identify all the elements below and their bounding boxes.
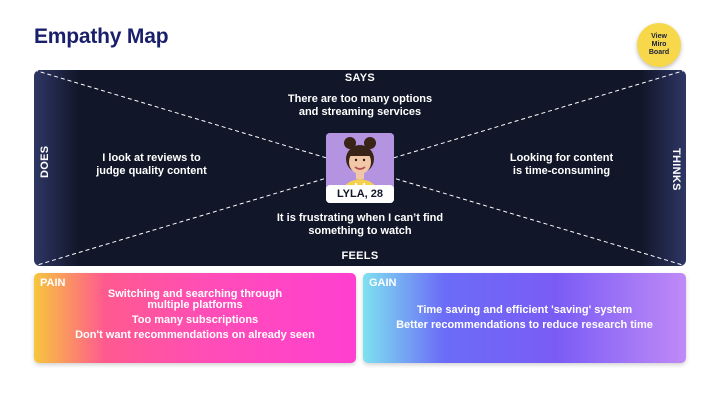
says-label: SAYS [344, 72, 376, 84]
gain-panel: GAIN Time saving and efficient 'saving' … [363, 273, 686, 363]
page-title: Empathy Map [34, 25, 169, 48]
persona-name-tag: LYLA, 28 [326, 185, 394, 203]
empathy-map: SAYS DOES THINKS FEELS There are too man… [34, 70, 686, 266]
view-miro-board-button[interactable]: View Miro Board [637, 23, 681, 67]
miro-button-line-3: Board [648, 49, 670, 56]
feels-text: It is frustrating when I can’t find some… [230, 212, 490, 238]
does-text: I look at reviews to judge quality conte… [64, 152, 239, 178]
gain-items: Time saving and efficient 'saving' syste… [363, 305, 686, 335]
gain-item: Better recommendations to reduce researc… [396, 319, 653, 331]
diagonal-line-2 [34, 70, 686, 266]
says-line-2: and streaming services [298, 106, 422, 118]
thinks-text: Looking for content is time-consuming [474, 152, 649, 178]
gain-item: Time saving and efficient 'saving' syste… [416, 304, 633, 316]
pain-item: Don't want recommendations on already se… [75, 329, 315, 341]
pain-item: Switching and searching through multiple… [107, 288, 283, 311]
thinks-line-1: Looking for content [509, 152, 614, 164]
does-line-2: judge quality content [96, 165, 207, 177]
thinks-label: THINKS [670, 148, 682, 191]
feels-line-1: It is frustrating when I can’t find [276, 212, 444, 224]
says-line-1: There are too many options [287, 93, 433, 105]
pain-items: Switching and searching through multiple… [34, 289, 356, 345]
gain-title: GAIN [369, 277, 397, 289]
feels-label: FEELS [341, 250, 379, 262]
miro-button-line-2: Miro [651, 41, 667, 48]
pain-title: PAIN [40, 277, 66, 289]
feels-line-2: something to watch [308, 225, 412, 237]
miro-button-line-1: View [651, 33, 667, 40]
says-text: There are too many options and streaming… [230, 93, 490, 119]
thinks-line-2: is time-consuming [512, 165, 611, 177]
does-line-1: I look at reviews to [102, 152, 201, 164]
pain-item: Too many subscriptions [131, 314, 259, 326]
diagonal-line-1 [34, 70, 686, 266]
pain-panel: PAIN Switching and searching through mul… [34, 273, 356, 363]
does-label: DOES [39, 145, 51, 178]
map-diagonals [34, 70, 686, 266]
